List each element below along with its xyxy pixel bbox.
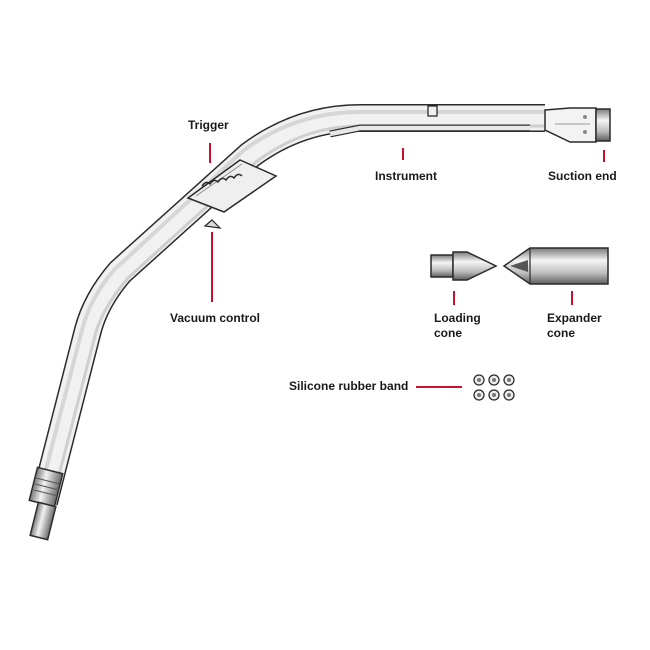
expander-cone-graphic <box>502 247 609 285</box>
suction-end-leader <box>603 150 605 162</box>
handpiece-tube <box>30 104 545 506</box>
vacuum-control-label: Vacuum control <box>170 311 261 325</box>
expander-cone-label-line2: cone <box>547 326 576 340</box>
loading-cone-label: Loading cone <box>434 311 481 341</box>
loading-cone-label-line2: cone <box>434 326 463 340</box>
suction-end-head <box>544 107 611 143</box>
trigger-serrations <box>201 173 243 187</box>
expander-cone-label: Expander cone <box>547 311 602 341</box>
trigger-leader <box>209 143 211 163</box>
lower-end-fitting <box>28 466 64 541</box>
vacuum-control-leader <box>211 232 213 302</box>
loading-cone-graphic <box>430 251 498 281</box>
loading-cone-label-line1: Loading <box>434 311 481 325</box>
instrument-label: Instrument <box>375 169 438 183</box>
expander-cone-leader <box>571 291 573 305</box>
expander-cone-label-line1: Expander <box>547 311 602 325</box>
trigger-housing <box>186 159 278 229</box>
instrument-rod <box>329 105 530 138</box>
loading-cone-leader <box>453 291 455 305</box>
suction-end-label: Suction end <box>548 169 617 183</box>
silicone-band-leader <box>416 386 462 388</box>
instrument-leader <box>402 148 404 160</box>
silicone-band-label: Silicone rubber band <box>289 379 409 393</box>
silicone-bands-graphic <box>473 374 515 401</box>
trigger-label: Trigger <box>188 118 229 132</box>
vacuum-port <box>203 219 222 229</box>
